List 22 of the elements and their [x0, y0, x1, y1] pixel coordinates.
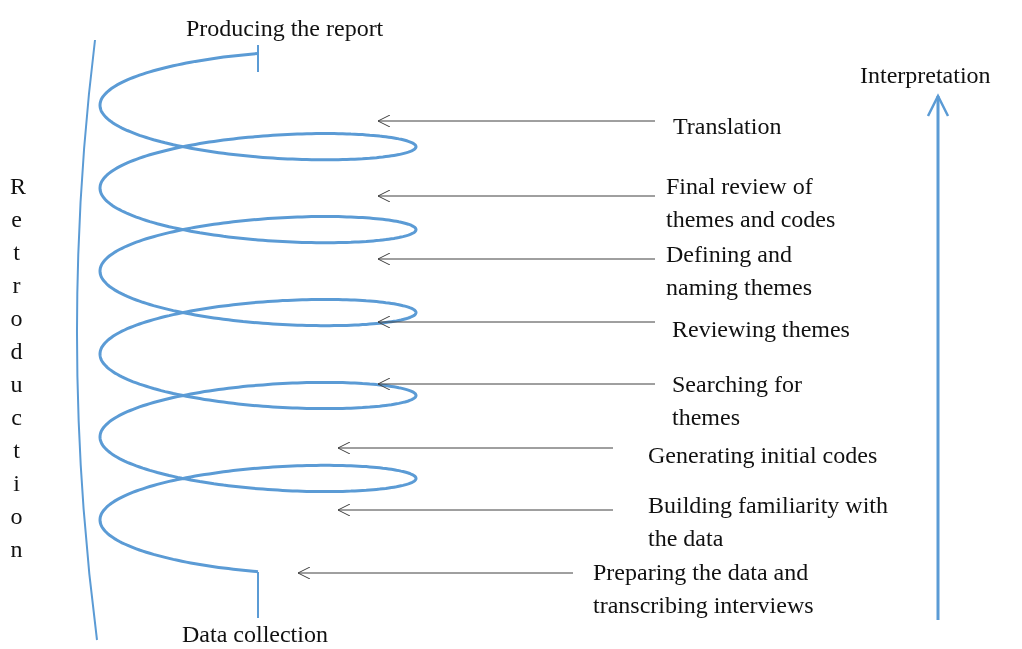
stage-label: Generating initial codes	[613, 439, 933, 472]
stage-label: Searching for themes	[655, 368, 845, 434]
leader-line	[257, 571, 259, 619]
stage-label: Producing the report	[186, 12, 436, 45]
stage-label: Preparing the data and transcribing interviews	[573, 556, 883, 622]
leader-line	[257, 44, 259, 73]
stage-label: Reviewing themes	[655, 313, 885, 346]
stage-label: Data collection	[182, 618, 382, 649]
axis-label: Retroduction	[10, 172, 24, 564]
stage-label: Building familiarity with the data	[613, 489, 903, 555]
arrow	[377, 189, 656, 203]
stage-label: Translation	[655, 110, 825, 143]
arrow	[377, 315, 656, 329]
arrow	[297, 566, 574, 580]
stage-label: Final review of themes and codes	[655, 170, 885, 236]
arrow	[377, 252, 656, 266]
stage-label: Defining and naming themes	[655, 238, 855, 304]
arrow	[377, 377, 656, 391]
arrow	[337, 441, 614, 455]
arrow	[377, 114, 656, 128]
arrow	[337, 503, 614, 517]
axis-label: Interpretation	[860, 61, 991, 90]
